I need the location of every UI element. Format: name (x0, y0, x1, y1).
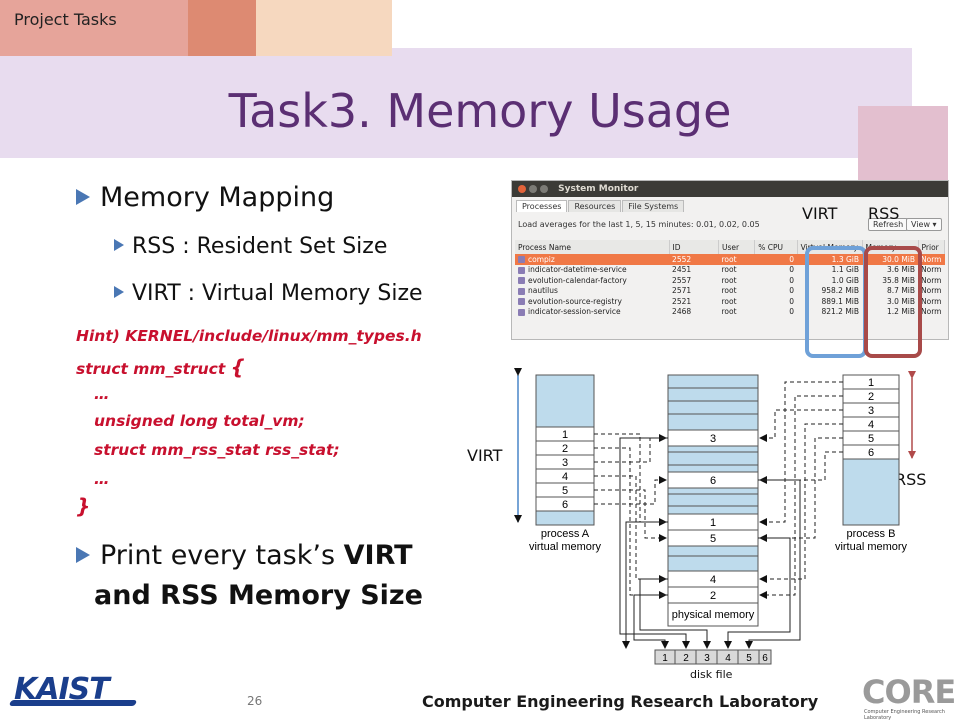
process-a-memory: 1 2 3 4 5 6 process A virtual memory (529, 374, 602, 553)
process-b-block: 3 (868, 405, 874, 417)
physical-frame: 6 (710, 475, 716, 487)
col-id[interactable]: ID (669, 240, 720, 254)
process-icon (518, 308, 525, 316)
physical-frame: 2 (710, 590, 716, 602)
bullet-memory-mapping: Memory Mapping (76, 182, 334, 213)
header-band (0, 48, 912, 158)
process-b-block: 4 (868, 419, 874, 431)
process-icon (518, 277, 525, 285)
process-icon (518, 287, 525, 295)
process-icon (518, 298, 525, 306)
physical-frame: 5 (710, 533, 716, 545)
process-b-block: 6 (868, 447, 874, 459)
header-block-3 (256, 0, 392, 56)
process-b-block: 2 (868, 391, 874, 403)
tab-resources[interactable]: Resources (568, 200, 622, 212)
disk-cell: 1 (662, 653, 668, 664)
process-a-block: 2 (562, 443, 568, 455)
sub-bullet-virt: VIRT : Virtual Memory Size (114, 281, 423, 306)
physical-memory-label: physical memory (672, 609, 755, 621)
page-number: 26 (247, 694, 263, 708)
process-a-label: virtual memory (529, 541, 602, 553)
header-block-right (858, 106, 948, 188)
tab-processes[interactable]: Processes (516, 200, 568, 212)
process-icon (518, 266, 525, 274)
process-a-block: 3 (562, 457, 568, 469)
process-a-block: 5 (562, 485, 568, 497)
bullet-print-task: Print every task’s VIRT and RSS Memory S… (76, 536, 423, 616)
disk-cell: 4 (725, 653, 731, 664)
core-logo: CORE (862, 673, 956, 711)
process-icon (518, 256, 525, 264)
memory-mapping-diagram: 1 2 3 4 5 6 process A virtual memory 1 2… (514, 368, 916, 665)
virt-highlight-box (805, 246, 867, 358)
process-b-label: virtual memory (835, 541, 908, 553)
col-process-name[interactable]: Process Name (515, 240, 670, 254)
header-block-1 (0, 0, 188, 56)
physical-frame: 1 (710, 517, 716, 529)
maximize-icon[interactable] (540, 184, 548, 193)
minimize-icon[interactable] (529, 184, 537, 193)
header-block-2 (188, 0, 256, 56)
bullet-arrow-icon (76, 188, 90, 205)
bullet-arrow-icon (114, 239, 124, 251)
physical-frame: 3 (710, 433, 716, 445)
slide-title: Task3. Memory Usage (228, 84, 732, 138)
col-user[interactable]: User (718, 240, 756, 254)
disk-cell: 2 (683, 653, 689, 664)
footer-lab-name: Computer Engineering Research Laboratory (422, 692, 819, 711)
virt-top-label: VIRT (802, 204, 838, 223)
process-b-label: process B (847, 528, 896, 540)
process-a-label: process A (541, 528, 590, 540)
disk-cell: 5 (746, 653, 752, 664)
disk-cell: 6 (762, 653, 768, 664)
code-rss-stat: struct mm_rss_stat rss_stat; (94, 441, 340, 459)
view-button[interactable]: View ▾ (906, 218, 942, 231)
close-icon[interactable] (518, 184, 526, 193)
disk-file: 1 2 3 4 5 6 (654, 649, 772, 665)
bullet-arrow-icon (114, 286, 124, 298)
sub-bullet-rss: RSS : Resident Set Size (114, 234, 387, 259)
code-ellipsis: … (94, 385, 110, 403)
window-titlebar: System Monitor (512, 181, 948, 197)
process-a-block: 4 (562, 471, 568, 483)
code-total-vm: unsigned long total_vm; (94, 412, 305, 430)
physical-frame: 4 (710, 574, 716, 586)
col-cpu[interactable]: % CPU (754, 240, 798, 254)
rss-side-label: RSS (895, 470, 927, 489)
disk-cell: 3 (704, 653, 710, 664)
process-a-block: 1 (562, 429, 568, 441)
process-b-block: 1 (868, 377, 874, 389)
tab-file-systems[interactable]: File Systems (622, 200, 685, 212)
bullet-arrow-icon (76, 546, 90, 563)
code-struct-open: struct mm_struct { (76, 355, 245, 379)
col-priority[interactable]: Prior (918, 240, 946, 254)
process-b-memory: 1 2 3 4 5 6 process B virtual memory (835, 374, 908, 553)
hint-line: Hint) KERNEL/include/linux/mm_types.h (76, 327, 422, 345)
process-a-block: 6 (562, 499, 568, 511)
rss-top-label: RSS (868, 204, 900, 223)
kaist-logo-swoosh (8, 700, 138, 706)
rss-highlight-box (864, 246, 922, 358)
core-logo-subtitle: Computer Engineering Research Laboratory (864, 709, 945, 721)
section-label: Project Tasks (14, 10, 117, 29)
virt-side-label: VIRT (467, 446, 503, 465)
load-averages: Load averages for the last 1, 5, 15 minu… (512, 214, 948, 240)
code-struct-close: } (76, 494, 91, 518)
refresh-button[interactable]: Refresh (868, 218, 909, 231)
process-b-block: 5 (868, 433, 874, 445)
physical-memory: 3 6 1 5 4 2 physical memory (667, 374, 759, 627)
disk-file-label: disk file (690, 668, 733, 681)
code-ellipsis: … (94, 470, 110, 488)
